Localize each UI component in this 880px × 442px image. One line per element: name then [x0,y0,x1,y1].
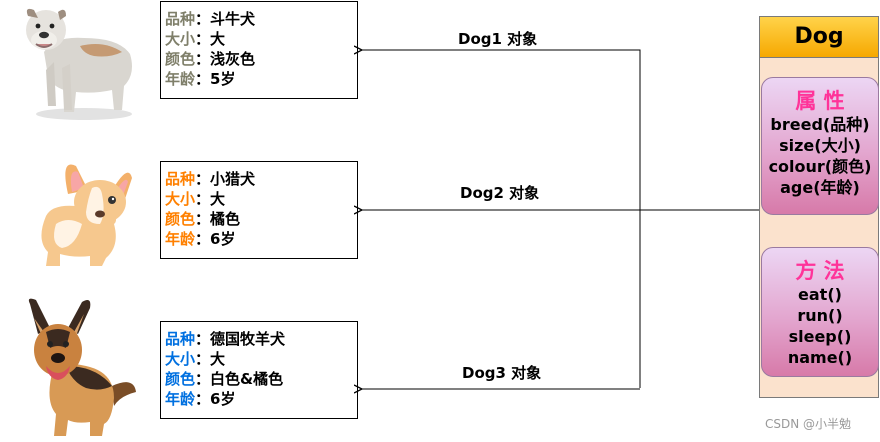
info-row: 颜色：浅灰色 [165,49,357,69]
info-row: 颜色：白色&橘色 [165,369,357,389]
info-sep: ： [195,230,211,248]
info-row: 品种：德国牧羊犬 [165,329,357,349]
arrow-to-dog1 [362,50,641,388]
method-item: eat() [798,285,842,304]
info-row: 品种：斗牛犬 [165,9,357,29]
method-item: sleep() [788,327,852,346]
attribute-item: breed(品种) [770,115,870,134]
info-sep: ： [195,10,211,28]
info-key: 大小 [165,30,196,48]
info-row: 颜色：橘色 [165,209,357,229]
info-row: 年龄：6岁 [165,229,357,249]
info-value: 大 [210,190,226,208]
info-row: 大小：大 [165,349,357,369]
info-key: 年龄 [165,70,196,88]
info-value: 6岁 [210,390,236,408]
info-value: 德国牧羊犬 [210,330,286,348]
info-key: 年龄 [165,230,196,248]
info-value: 浅灰色 [210,50,256,68]
info-key: 颜色 [165,210,196,228]
bulldog-image [26,8,132,120]
dog-class-box: Dog 属 性 breed(品种) size(大小) colour(颜色) ag… [759,16,879,398]
class-title: Dog [760,17,878,58]
method-item: run() [797,306,843,325]
info-value: 小猎犬 [210,170,256,188]
info-sep: ： [195,350,211,368]
info-value: 大 [210,30,226,48]
info-value: 橘色 [210,210,241,228]
info-sep: ： [195,170,211,188]
info-value: 5岁 [210,70,236,88]
info-sep: ： [195,50,211,68]
info-sep: ： [195,70,211,88]
attribute-item: colour(颜色) [768,157,872,176]
info-row: 年龄：5岁 [165,69,357,89]
info-key: 颜色 [165,370,196,388]
info-key: 大小 [165,350,196,368]
info-sep: ： [195,190,211,208]
info-key: 大小 [165,190,196,208]
attributes-section: 属 性 breed(品种) size(大小) colour(颜色) age(年龄… [761,77,879,215]
info-value: 6岁 [210,230,236,248]
info-sep: ： [195,330,211,348]
info-key: 品种 [165,170,196,188]
methods-title: 方 法 [795,259,845,283]
dog2-object-box: 品种：小猎犬 大小：大 颜色：橘色 年龄：6岁 [160,161,358,259]
info-row: 大小：大 [165,29,357,49]
info-sep: ： [195,30,211,48]
method-item: name() [787,348,853,367]
info-row: 年龄：6岁 [165,389,357,409]
dog1-edge-label: Dog1 对象 [458,30,538,48]
dog3-edge-label: Dog3 对象 [462,364,542,382]
info-row: 大小：大 [165,189,357,209]
info-sep: ： [195,210,211,228]
dog3-object-box: 品种：德国牧羊犬 大小：大 颜色：白色&橘色 年龄：6岁 [160,321,358,419]
info-sep: ： [195,370,211,388]
info-value: 大 [210,350,226,368]
info-key: 年龄 [165,390,196,408]
german-shepherd-image [28,298,136,436]
dog2-edge-label: Dog2 对象 [460,184,540,202]
info-row: 品种：小猎犬 [165,169,357,189]
watermark: CSDN @小半勉 [765,417,852,431]
methods-section: 方 法 eat() run() sleep() name() [761,247,879,377]
attribute-item: age(年龄) [780,178,860,197]
info-key: 品种 [165,330,196,348]
attribute-item: size(大小) [779,136,861,155]
info-key: 品种 [165,10,196,28]
attributes-title: 属 性 [795,89,845,113]
corgi-image [41,164,132,266]
info-key: 颜色 [165,50,196,68]
info-value: 白色&橘色 [210,370,284,388]
info-sep: ： [195,390,211,408]
info-value: 斗牛犬 [210,10,256,28]
